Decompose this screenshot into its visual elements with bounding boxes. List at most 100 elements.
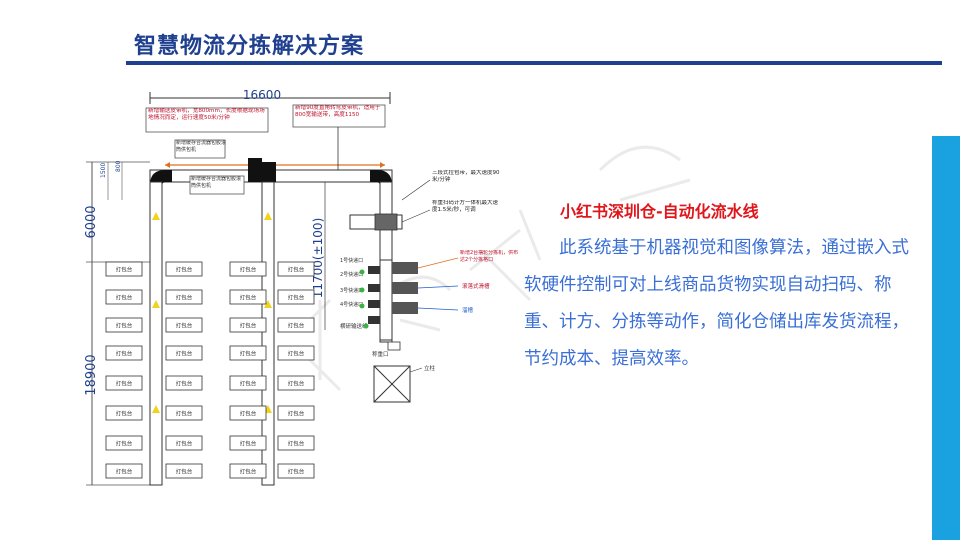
packing-station: [277, 375, 315, 391]
slide-title: 智慧物流分拣解决方案: [134, 34, 365, 59]
buffer-merger-1: [248, 158, 262, 182]
packing-station-label: 打包台: [176, 410, 193, 418]
packing-station: [277, 435, 315, 451]
packing-station: [165, 317, 203, 333]
packing-station-label: 打包台: [116, 380, 133, 388]
note-scanner: 称重扫码计方一体机最大速度1.5米/秒，可调: [432, 200, 499, 213]
packing-station: [165, 435, 203, 451]
dim-left-lower-text: 18900: [84, 354, 99, 395]
packing-station-label: 打包台: [288, 440, 305, 448]
port-label-3: 3号快递口: [340, 287, 363, 294]
sorter-ports: [368, 259, 418, 351]
packing-station: [105, 463, 143, 479]
packing-station-label: 打包台: [240, 294, 257, 302]
packing-station-label: 打包台: [176, 380, 193, 388]
packing-station: [105, 375, 143, 391]
packing-station-label: 打包台: [240, 322, 257, 330]
packing-station: [105, 435, 143, 451]
dim-top-text: 16600: [243, 88, 281, 102]
buffer-merger-2: [262, 162, 276, 182]
note-conveyor-box: [145, 107, 269, 133]
watermark-graphic: [298, 145, 691, 392]
packing-station: [165, 289, 203, 305]
packing-station-label: 打包台: [288, 266, 305, 274]
note-pillar: 立柱: [424, 364, 436, 372]
packing-station-label: 打包台: [116, 294, 133, 302]
packing-station: [105, 405, 143, 421]
packing-station: [277, 405, 315, 421]
green-markers: [359, 269, 369, 329]
packing-station-label: 打包台: [240, 468, 257, 476]
packing-station-label: 打包台: [240, 440, 257, 448]
packing-station: [105, 289, 143, 305]
packing-station: [229, 261, 267, 277]
dim-left-upper-text: 6000: [84, 205, 99, 238]
packing-station-label: 打包台: [116, 440, 133, 448]
port-label-4: 4号快递口: [340, 301, 363, 308]
packing-station-label: 打包台: [288, 294, 305, 302]
note-sorter: 新增2台摆轮分拣机，供布达2个分拣格口: [460, 250, 519, 263]
packing-station: [229, 375, 267, 391]
packing-station: [165, 345, 203, 361]
note-buffer-1-box: [174, 139, 226, 159]
dim-800-text: 800: [115, 160, 122, 172]
packing-station: [277, 345, 315, 361]
port-label-1: 1号快递口: [340, 257, 363, 264]
packing-station-label: 打包台: [240, 410, 257, 418]
title-underline: [126, 61, 942, 65]
packing-station: [229, 317, 267, 333]
note-curve-box: [292, 104, 386, 128]
packing-station-label: 打包台: [288, 380, 305, 388]
note-conveyor: 新增输送皮带机，宽800mm，长度根据现场场地情况而定，运行速度50米/分钟: [148, 108, 265, 121]
packing-stations: 打包台打包台打包台打包台打包台打包台打包台打包台打包台打包台打包台打包台打包台打…: [105, 261, 315, 479]
packing-station-label: 打包台: [176, 350, 193, 358]
note-buffer-2: 新增缓存合流器包胶滚筒供包机: [191, 176, 242, 189]
packing-station: [229, 435, 267, 451]
packing-station-label: 打包台: [240, 380, 257, 388]
packing-station: [165, 405, 203, 421]
packing-station-label: 打包台: [176, 294, 193, 302]
packing-station: [105, 317, 143, 333]
packing-station-label: 打包台: [116, 468, 133, 476]
dim-center-text: 11700(±100): [311, 218, 325, 299]
note-chute: 溜槽: [462, 306, 474, 314]
side-accent-bar: [932, 136, 960, 540]
note-three-stage: 三段式拉包带，最大速度90米/分钟: [432, 170, 500, 183]
note-weigh: 称重口: [372, 350, 389, 358]
note-curve: 新增90度直角转弯皮带机，适用于800宽输送带，高度1150: [295, 105, 381, 118]
packing-station-label: 打包台: [288, 468, 305, 476]
packing-station-label: 打包台: [116, 322, 133, 330]
packing-station: [229, 289, 267, 305]
packing-station-label: 打包台: [116, 350, 133, 358]
note-buffer-2-box: [189, 175, 245, 195]
packing-station-label: 打包台: [240, 350, 257, 358]
section-body: 此系统基于机器视觉和图像算法，通过嵌入式软硬件控制可对上线商品货物实现自动扫码、…: [524, 238, 909, 369]
packing-station-label: 打包台: [176, 266, 193, 274]
packing-station: [105, 345, 143, 361]
packing-station: [277, 289, 315, 305]
packing-station: [229, 463, 267, 479]
packing-station: [277, 463, 315, 479]
dim-1500-text: 1500: [100, 163, 107, 178]
note-buffer-1: 新增缓存合流器包胶滚筒供包机: [176, 140, 226, 153]
port-label-2: 2号快递口: [340, 271, 363, 278]
packing-station-label: 打包台: [176, 440, 193, 448]
packing-station-label: 打包台: [116, 410, 133, 418]
packing-station-label: 打包台: [176, 322, 193, 330]
packing-station-label: 打包台: [240, 266, 257, 274]
packing-station: [277, 261, 315, 277]
packing-station: [229, 345, 267, 361]
packing-station-label: 打包台: [288, 350, 305, 358]
packing-station-label: 打包台: [116, 266, 133, 274]
packing-station: [105, 261, 143, 277]
note-slide: 滚落式滑槽: [462, 282, 490, 290]
packing-station: [165, 375, 203, 391]
packing-station-label: 打包台: [288, 410, 305, 418]
packing-station: [229, 405, 267, 421]
packing-station: [165, 261, 203, 277]
packing-station: [165, 463, 203, 479]
section-heading: 小红书深圳仓-自动化流水线: [560, 202, 759, 221]
note-line: 横研输送线: [340, 322, 368, 330]
